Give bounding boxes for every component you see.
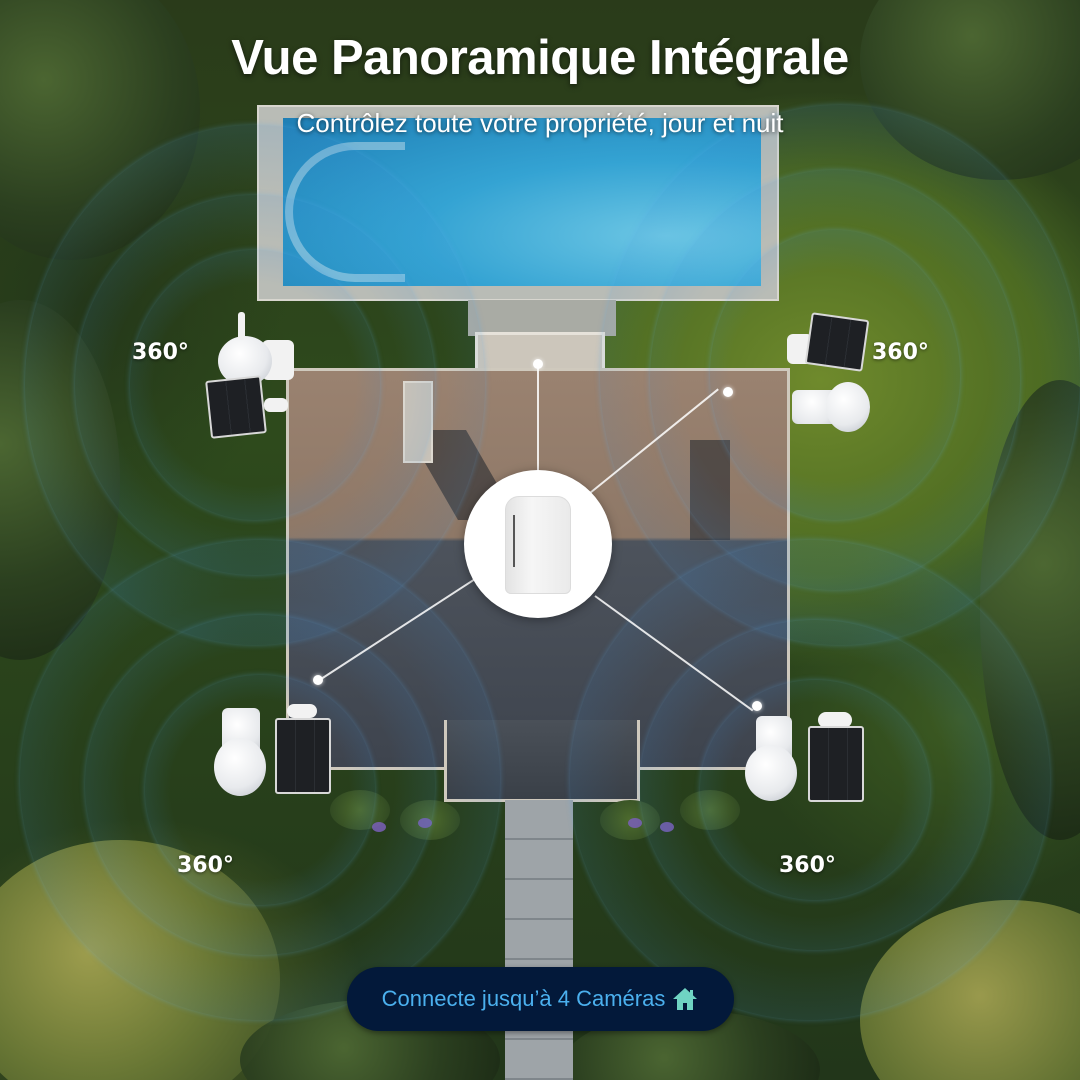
roof-shadow <box>690 440 730 540</box>
connection-point <box>313 675 323 685</box>
flowers <box>418 818 432 828</box>
chimney <box>403 381 433 463</box>
tree <box>0 840 280 1080</box>
camera-capacity-badge: Connecte jusqu’à 4 Caméras <box>347 967 734 1031</box>
security-camera-icon <box>745 745 797 801</box>
flowers <box>660 822 674 832</box>
front-walkway <box>505 800 573 1080</box>
solar-panel-icon <box>804 312 870 372</box>
bush <box>680 790 740 830</box>
badge-label: Connecte jusqu’à 4 Caméras <box>381 986 666 1011</box>
solar-mount <box>264 398 288 412</box>
connection-line <box>537 365 539 477</box>
solar-panel-icon <box>275 718 331 794</box>
page-title: Vue Panoramique Intégrale <box>231 31 849 85</box>
page-subtitle: Contrôlez toute votre propriété, jour et… <box>296 108 784 138</box>
flowers <box>372 822 386 832</box>
home-icon <box>671 986 699 1012</box>
connection-point <box>723 387 733 397</box>
coverage-label: 360° <box>177 853 234 878</box>
security-camera-icon <box>214 738 266 796</box>
security-camera-icon <box>826 382 870 432</box>
tree <box>860 0 1080 180</box>
tree <box>860 900 1080 1080</box>
coverage-label: 360° <box>779 853 836 878</box>
front-gable <box>444 720 640 802</box>
flowers <box>628 818 642 828</box>
connection-point <box>752 701 762 711</box>
connection-point <box>533 359 543 369</box>
coverage-label: 360° <box>132 340 189 365</box>
patio <box>468 300 616 336</box>
coverage-label: 360° <box>872 340 929 365</box>
tree <box>980 380 1080 840</box>
tree <box>0 300 120 660</box>
hub-base-station-icon <box>505 496 571 594</box>
solar-panel-icon <box>205 375 267 439</box>
solar-mount <box>287 704 317 718</box>
hub-indicator-strip <box>513 515 515 567</box>
camera-antenna <box>238 312 245 340</box>
solar-mount <box>818 712 852 728</box>
solar-panel-icon <box>808 726 864 802</box>
